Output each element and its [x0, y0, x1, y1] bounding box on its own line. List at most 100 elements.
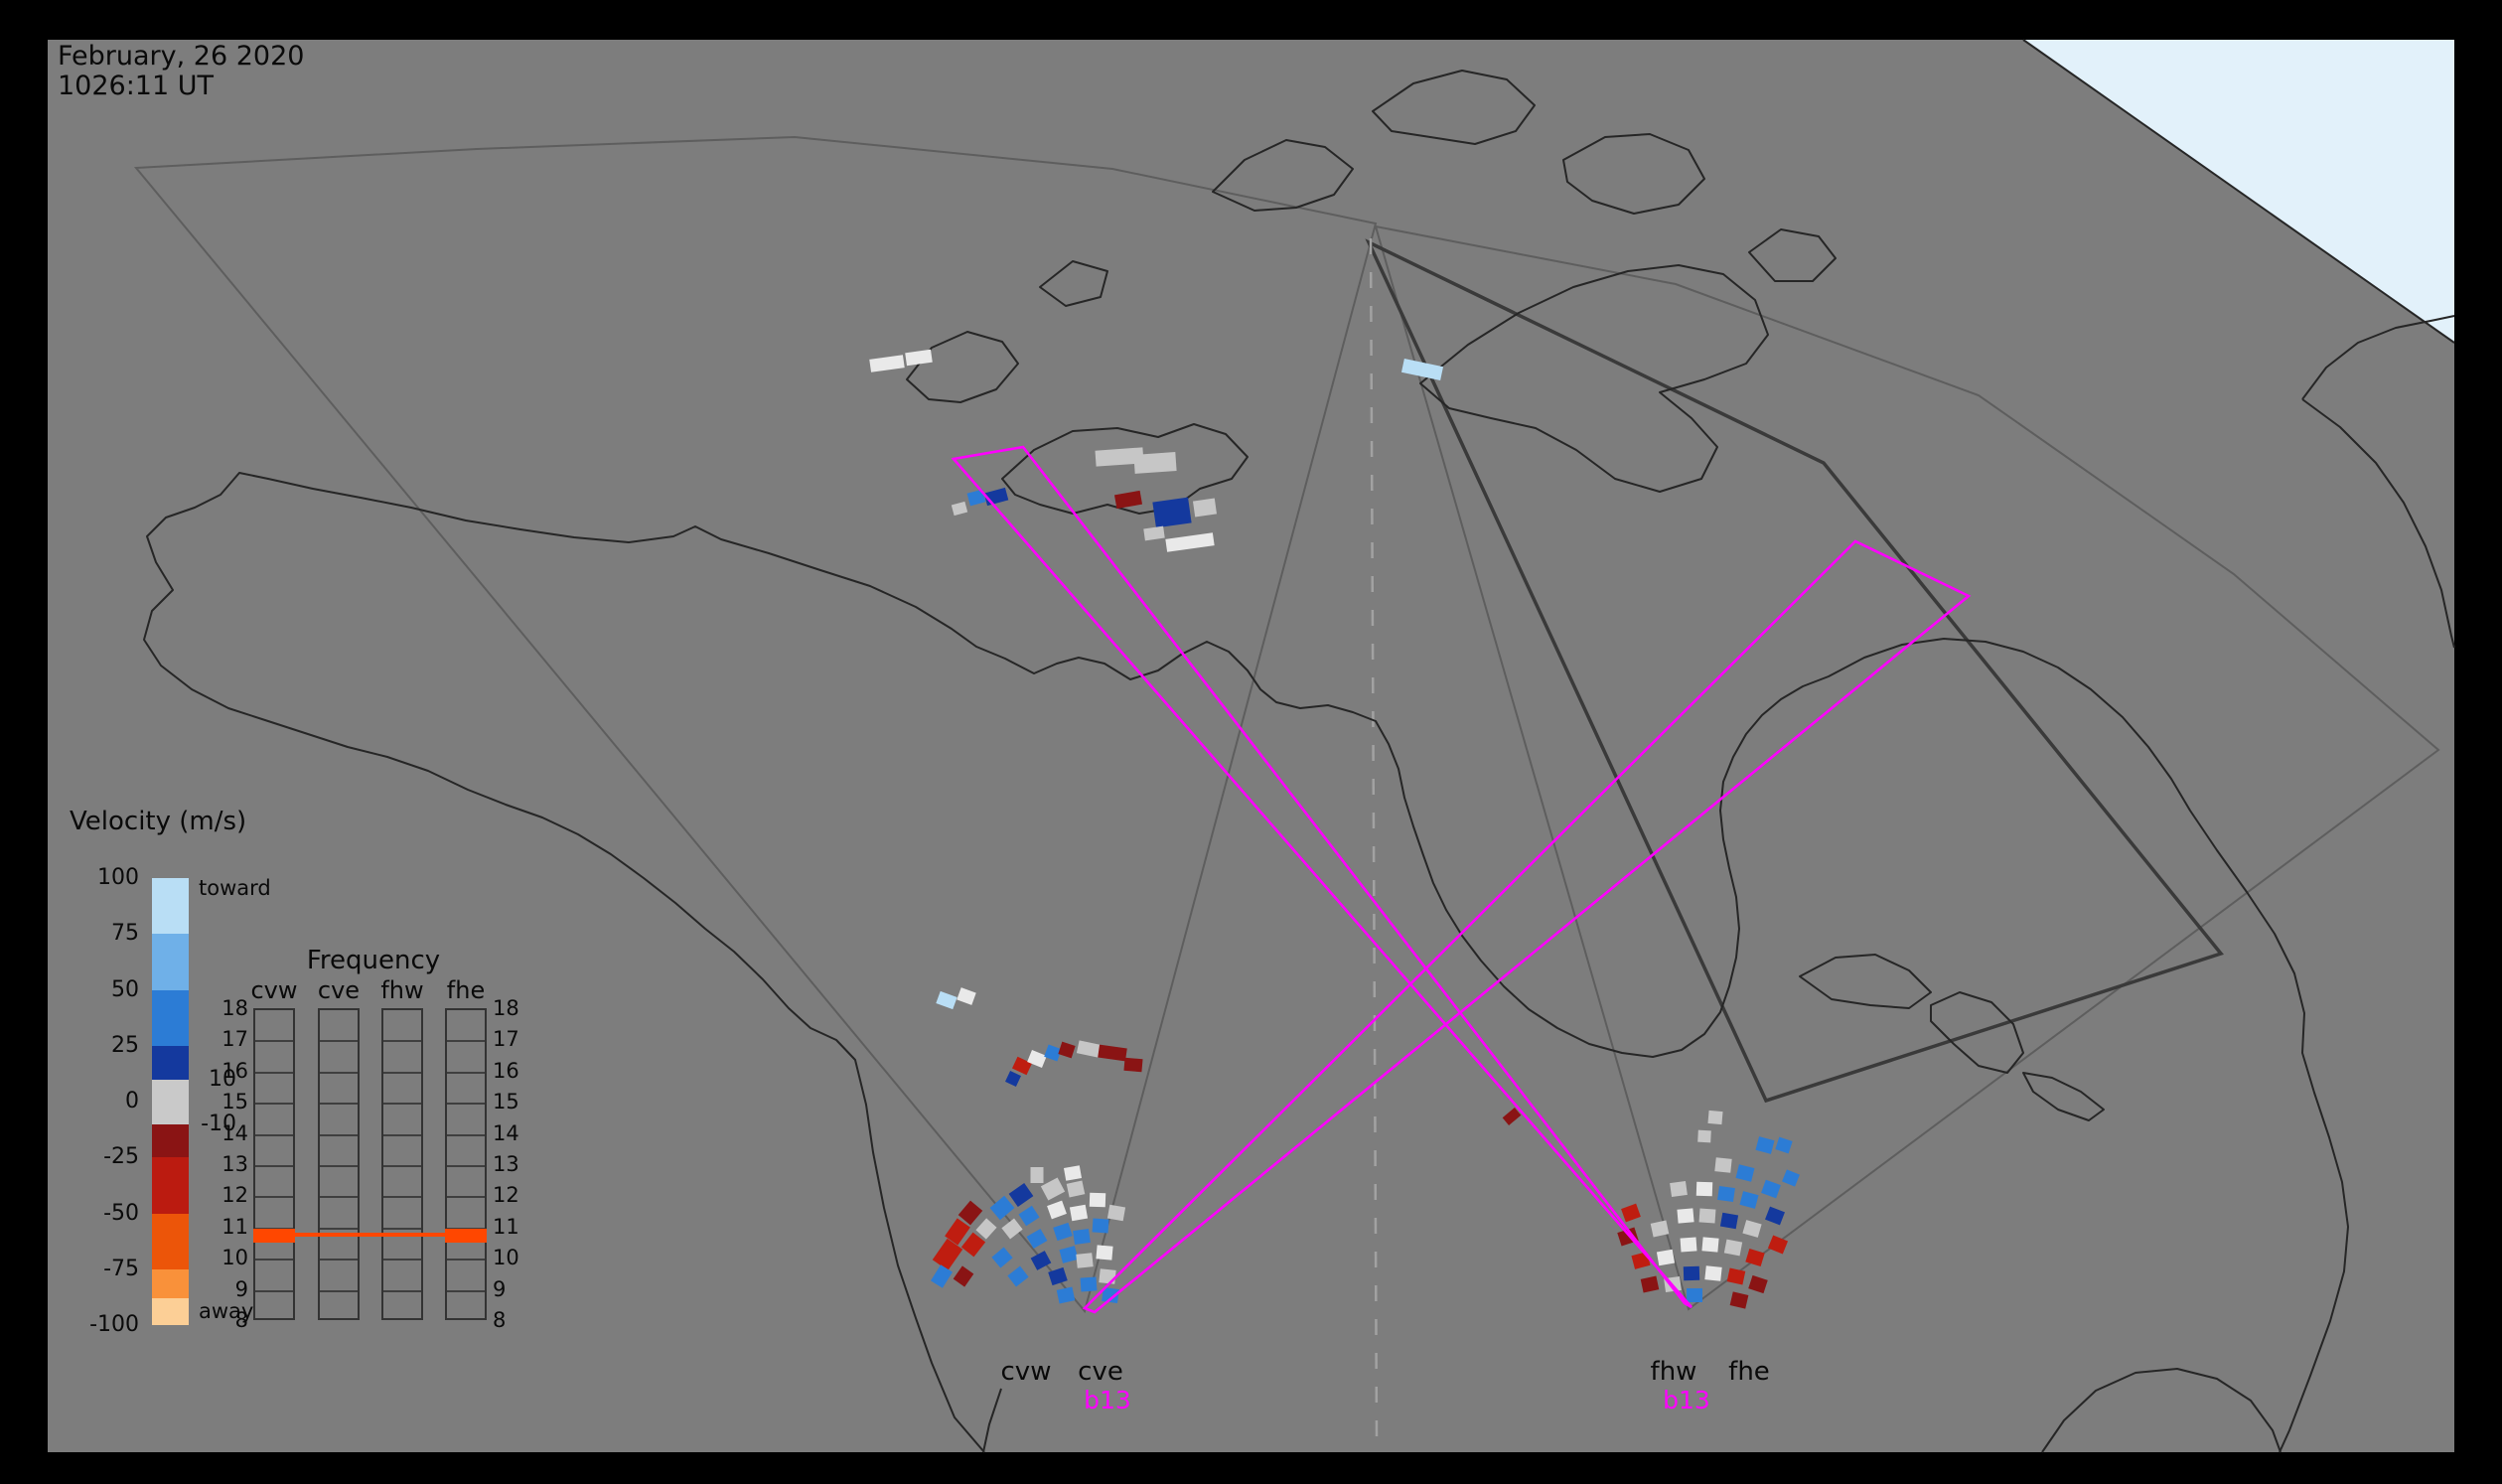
frequency-gridline	[320, 1165, 358, 1167]
coastline-greenland-north	[2301, 315, 2455, 400]
radar-site-label: fhw	[1650, 1357, 1697, 1387]
echo-cell	[1073, 1228, 1091, 1246]
frequency-tick-label-right: 16	[493, 1058, 519, 1083]
echo-cell	[869, 355, 905, 372]
frequency-gridline	[447, 1133, 485, 1136]
echo-cell	[960, 1232, 986, 1258]
frequency-gridline	[447, 1103, 485, 1106]
echo-cell	[1165, 532, 1215, 552]
echo-cell	[1755, 1136, 1775, 1154]
colorbar-segment	[152, 878, 189, 935]
echo-cell	[1745, 1248, 1765, 1267]
echo-cell	[1027, 1049, 1047, 1069]
projection-edge-line	[2022, 39, 2455, 344]
frequency-gridline	[447, 1071, 485, 1074]
beam-outline-b13	[1082, 539, 1972, 1314]
frequency-tick-label-left: 11	[221, 1214, 248, 1239]
frequency-tick-label-left: 13	[221, 1152, 248, 1176]
beam-label: b13	[1663, 1386, 1710, 1414]
echo-cell	[1048, 1266, 1068, 1286]
colorbar-segment	[152, 1079, 189, 1124]
frequency-tick-label-left: 18	[221, 996, 248, 1020]
echo-cell	[1729, 1291, 1749, 1309]
colorbar-segment	[152, 1298, 189, 1325]
echo-cell	[1098, 1044, 1127, 1062]
frequency-gridline	[320, 1040, 358, 1043]
island-arctic-d	[1748, 228, 1837, 282]
echo-cell	[1008, 1182, 1034, 1208]
velocity-legend-title: Velocity (m/s)	[70, 807, 247, 836]
velocity-threshold-label: 10	[209, 1066, 236, 1092]
echo-cell	[1007, 1265, 1029, 1287]
frequency-gridline	[255, 1196, 293, 1199]
island-arctic-b	[1372, 70, 1536, 145]
frequency-tick-label-right: 14	[493, 1120, 519, 1145]
echo-cell	[1748, 1274, 1768, 1294]
island-banks	[906, 331, 1019, 403]
echo-cell	[1670, 1180, 1688, 1198]
coastlines	[143, 70, 2455, 1453]
frequency-gridline	[320, 1227, 358, 1230]
echo-cell	[1650, 1220, 1670, 1238]
frequency-tick-label-right: 15	[493, 1090, 519, 1114]
echo-cell	[1640, 1275, 1660, 1293]
fov-outline-cv	[133, 135, 1378, 1314]
echo-cell	[1726, 1267, 1746, 1285]
frequency-tick-label-right: 8	[493, 1308, 507, 1332]
frequency-tick-label-left: 16	[221, 1058, 248, 1083]
echo-cell	[1058, 1041, 1076, 1059]
echo-cell	[1687, 1288, 1702, 1302]
frequency-gridline	[383, 1133, 421, 1136]
colorbar-segment	[152, 1123, 189, 1158]
frequency-column-box	[381, 1008, 423, 1320]
frequency-tick-label-right: 11	[493, 1214, 519, 1239]
echo-cell	[1739, 1191, 1759, 1209]
frequency-gridline	[447, 1289, 485, 1292]
echo-cell	[1695, 1181, 1713, 1197]
velocity-tick-label: 0	[125, 1089, 139, 1113]
frequency-column-box	[445, 1008, 487, 1320]
echo-cell	[957, 1200, 983, 1226]
colorbar-segment	[152, 1213, 189, 1269]
frequency-gridline	[447, 1165, 485, 1167]
echo-cell	[1030, 1251, 1052, 1270]
frequency-tick-label-right: 12	[493, 1183, 519, 1208]
lake-superior	[1799, 954, 1932, 1009]
frequency-gridline	[383, 1165, 421, 1167]
frequency-gridline	[255, 1103, 293, 1106]
echo-cell	[1076, 1253, 1094, 1268]
away-label: away	[199, 1299, 254, 1323]
frequency-gridline	[320, 1196, 358, 1199]
echo-cell	[1765, 1206, 1785, 1226]
frequency-column-header: fhw	[380, 976, 424, 1004]
frequency-gridline	[447, 1196, 485, 1199]
velocity-tick-label: 25	[111, 1032, 139, 1058]
radar-site-label: cve	[1078, 1357, 1123, 1387]
echo-cell	[1719, 1212, 1739, 1230]
echo-cell	[1069, 1204, 1089, 1222]
echo-cell	[1735, 1164, 1755, 1182]
frequency-gridline	[383, 1289, 421, 1292]
echo-cell	[1059, 1246, 1079, 1263]
radar-site-label: fhe	[1728, 1357, 1770, 1387]
echo-cell	[1502, 1108, 1522, 1125]
colorbar-segment	[152, 1157, 189, 1214]
echo-cell	[1053, 1222, 1073, 1242]
velocity-tick-label: 75	[111, 921, 139, 947]
frequency-column-header: cve	[317, 976, 361, 1004]
frequency-gridline	[383, 1040, 421, 1043]
frequency-column-box	[253, 1008, 295, 1320]
echo-cell	[1192, 498, 1218, 518]
toward-label: toward	[199, 876, 271, 900]
echo-cell	[975, 1218, 997, 1240]
frequency-mark-line	[253, 1232, 487, 1237]
echo-cell	[1106, 1204, 1126, 1222]
velocity-tick-label: 100	[97, 865, 139, 890]
echo-cell	[1089, 1192, 1106, 1208]
frequency-gridline	[255, 1227, 293, 1230]
frequency-tick-label-right: 13	[493, 1152, 519, 1176]
frequency-gridline	[447, 1259, 485, 1261]
